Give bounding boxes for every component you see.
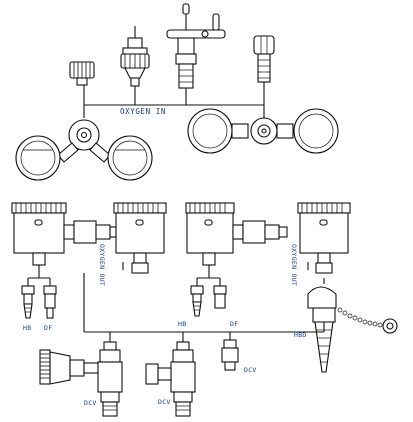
oxygen-out-label-right: OXYGEN OUT	[290, 244, 298, 286]
center-outlet-adapters: HB DF	[178, 277, 238, 328]
dcv-center-valve: DCV	[221, 339, 257, 374]
oxygen-in-label: OXYGEN IN	[120, 107, 166, 116]
right-regulator-pair: OXYGEN OUT	[185, 202, 351, 286]
left-outlet-adapters: HB DF	[21, 277, 57, 332]
hex-plug-fitting	[253, 35, 275, 83]
inlet-fittings: OXYGEN IN	[69, 3, 275, 118]
knurled-knob-fitting	[69, 61, 95, 86]
inlet-header-lines	[83, 82, 265, 118]
oxygen-out-label-left: OXYGEN OUT	[98, 244, 106, 286]
left-regulator-pair: OXYGEN OUT	[11, 202, 167, 286]
dcv-label-center: DCV	[244, 366, 257, 374]
valve-stem-fitting	[120, 26, 150, 87]
hb-label-center: HB	[178, 320, 186, 328]
hbd-fitting: HBD	[294, 278, 398, 373]
dcv-bottom-left-assembly: DCV	[39, 341, 123, 417]
df-label-left: DF	[44, 324, 52, 332]
dcv-label-bottom-left: DCV	[84, 399, 97, 407]
chain	[337, 307, 383, 328]
df-label-center: DF	[230, 320, 238, 328]
hb-label-left: HB	[23, 324, 31, 332]
hbd-label: HBD	[294, 331, 307, 339]
t-handle-fitting	[166, 3, 226, 89]
dcv-bottom-mid-assembly: DCV	[145, 341, 196, 417]
dcv-label-bottom-mid: DCV	[158, 398, 171, 406]
outlet-distribution-lines	[83, 273, 325, 342]
left-gauge-manifold	[15, 119, 153, 181]
right-gauge-manifold	[187, 108, 339, 154]
